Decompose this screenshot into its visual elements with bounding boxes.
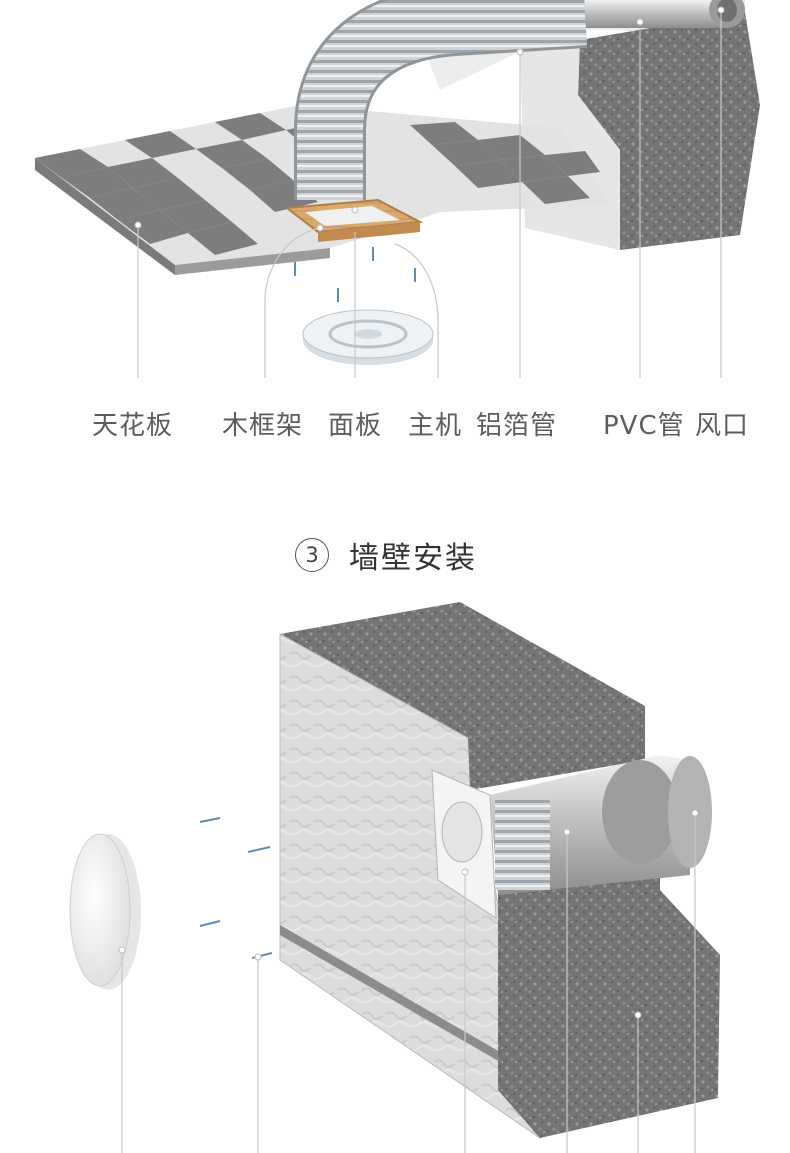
label-panel: 面板: [328, 411, 383, 441]
label-wood-frame: 木框架: [222, 411, 304, 441]
wall-cut-insulation: [498, 835, 720, 1138]
section-title-text: 墙壁安装: [349, 541, 477, 576]
label-ceiling: 天花板: [92, 411, 174, 441]
section-title: 3 墙壁安装: [295, 532, 477, 578]
callout-lines: [137, 12, 722, 378]
mounting-screws: [294, 247, 416, 302]
ceiling-panel: [302, 309, 434, 365]
ceiling-installation-illustration: [35, 0, 760, 378]
wall-callout-dots: [118, 809, 699, 1019]
wall-callout-lines: [121, 813, 696, 1153]
wall-top-insulation: [280, 602, 645, 738]
callout-dots: [134, 6, 725, 232]
section-number: 3: [295, 538, 329, 572]
label-air-vent: 风口: [695, 411, 750, 441]
wall-insulation: [578, 12, 760, 250]
wall-installation-illustration: [69, 602, 720, 1153]
vent-cap: [602, 760, 678, 864]
label-pvc-pipe: PVC管: [603, 411, 685, 441]
main-unit-duct: [495, 798, 550, 890]
label-aluminum-duct: 铝箔管: [476, 411, 558, 441]
round-cover-panel: [69, 833, 141, 990]
pvc-pipe: [575, 0, 725, 28]
wall-screws: [199, 817, 273, 959]
label-main-unit: 主机: [408, 411, 463, 441]
